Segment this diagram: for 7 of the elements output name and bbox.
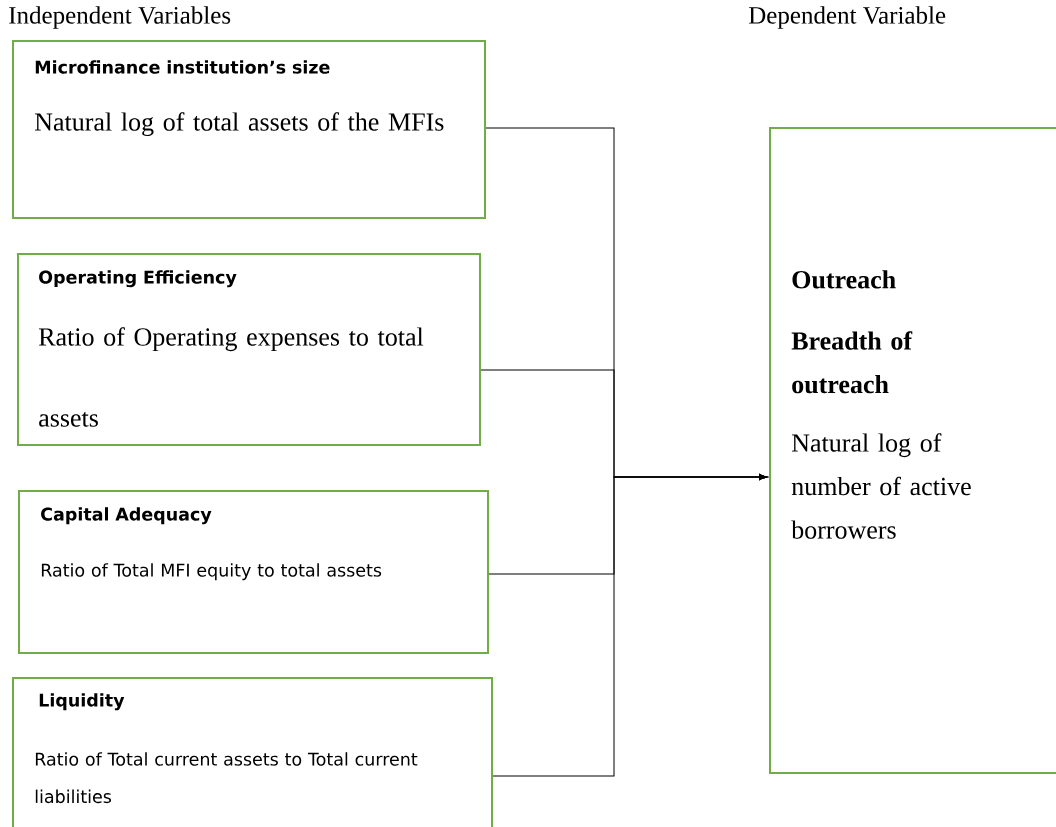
text-box: Microfinance institution’s size Natural log of total assets of the MFIs	[12, 40, 486, 219]
column-heading: Dependent Variable	[748, 6, 946, 29]
connector-arrow	[492, 473, 768, 777]
text-box: Operating Efficiency Ratio of Operating expenses to total assets	[17, 253, 481, 446]
text-box: Capital Adequacy Ratio of Total MFI equity to total assets	[18, 490, 489, 654]
text-box: Liquidity Ratio of Total current assets to Total current liabilities	[12, 677, 493, 827]
text-box: Outreach Breadth of outreach Natural log of number of active borrowers	[769, 127, 1056, 774]
